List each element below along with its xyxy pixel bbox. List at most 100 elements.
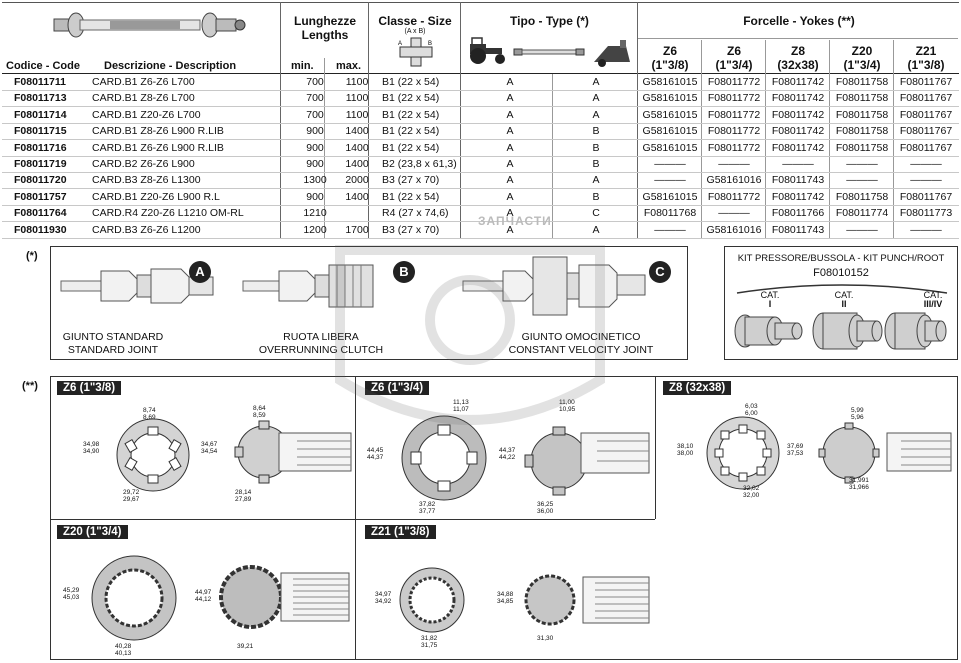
shaft-side-icon [280,572,350,622]
yoke-code: F08011772 [707,125,761,138]
length-max: 1100 [345,92,369,105]
header-min: min. [291,60,314,72]
yoke-col-3: Z8(32x38) [777,44,819,72]
part-code: F08011713 [14,92,67,105]
yoke-code: F08011768 [643,207,697,220]
length-min: 1300 [303,174,327,187]
yoke-code: F08011774 [835,207,889,220]
type-tractor: A [506,76,514,88]
length-min: 900 [306,158,324,170]
yoke-col-4: Z20(1"3/4) [843,44,881,72]
shaft-small-icon [513,48,585,56]
type-implement: B [592,158,600,170]
yoke-col-2: Z6(1"3/4) [715,44,753,72]
kit-cat3: CAT.III/IV [923,290,943,309]
size-class: R4 (27 x 74,6) [382,207,449,220]
kit-cat2: CAT.II [834,290,854,309]
size-class: B1 (22 x 54) [382,92,440,105]
yoke-code: F08011767 [899,92,953,105]
spline-ring-icon [706,416,780,490]
yoke-code: F08011766 [771,207,825,220]
spline-shaft-icon [524,574,576,626]
yoke-tag-z6-138: Z6 (1"3/8) [57,381,122,395]
kit-panel: KIT PRESSORE/BUSSOLA - KIT PUNCH/ROOT F0… [724,246,958,360]
dim-label: 31,30 [537,635,554,642]
part-description: CARD.B1 Z20-Z6 L700 [92,108,201,121]
yoke-code: G58161015 [642,92,698,105]
kit-cat1: CAT.I [760,290,780,309]
length-min: 700 [306,92,324,105]
header-code: Codice - Code [6,60,80,72]
spline-ring-icon [401,415,487,501]
yoke-code: ——— [910,223,942,236]
yoke-tag-z8: Z8 (32x38) [663,381,732,395]
joints-footnote: (*) [26,250,38,262]
length-max: 1100 [345,108,369,121]
yoke-code: G58161016 [706,174,762,187]
yoke-code: F08011742 [771,108,825,121]
yoke-code: F08011743 [771,223,825,236]
yoke-code: ——— [846,174,878,187]
cross-joint-icon: A B [398,37,433,67]
length-min: 1210 [303,207,327,220]
yoke-code: ——— [718,158,750,170]
length-max: 2000 [345,174,369,187]
yoke-col-1: Z6(1"3/8) [651,44,689,72]
yoke-code: F08011743 [771,174,825,187]
type-implement: A [592,108,600,121]
yoke-code: G58161015 [642,141,698,154]
yoke-code: F08011767 [899,125,953,138]
part-description: CARD.B1 Z6-Z6 L700 [92,76,195,88]
spline-ring-icon [399,567,465,633]
length-min: 900 [306,125,324,138]
header-max: max. [336,60,362,72]
part-description: CARD.R4 Z20-Z6 L1210 OM-RL [92,207,244,220]
yoke-code: ——— [654,158,686,170]
size-class: B3 (27 x 70) [382,174,440,187]
part-description: CARD.B3 Z6-Z6 L1200 [92,223,201,236]
yoke-code: F08011758 [835,125,889,138]
yoke-code: F08011772 [707,108,761,121]
length-min: 700 [306,108,324,121]
spline-ring-icon [116,418,190,492]
kit-title: KIT PRESSORE/BUSSOLA - KIT PUNCH/ROOT [737,253,945,264]
part-description: CARD.B1 Z20-Z6 L900 R.L [92,190,220,203]
yoke-code: F08011742 [771,190,825,203]
length-max: 1400 [345,190,369,203]
yoke-code: ——— [654,223,686,236]
part-description: CARD.B1 Z6-Z6 L900 R.LIB [92,141,224,154]
svg-text:B: B [428,41,432,47]
yoke-code: G58161016 [706,223,762,236]
size-class: B1 (22 x 54) [382,108,440,121]
length-max: 1400 [345,141,369,154]
header-yokes: Forcelle - Yokes (**) [743,14,855,28]
length-max: 1400 [345,158,369,170]
part-code: F08011714 [14,108,67,121]
yoke-code: G58161015 [642,190,698,203]
yoke-col-5: Z21(1"3/8) [907,44,945,72]
part-description: CARD.B3 Z8-Z6 L1300 [92,174,201,187]
table-row: F08011714 CARD.B1 Z20-Z6 L700 700 1100 B1 (2… [2,107,959,124]
type-tractor: A [506,223,514,236]
size-class: B1 (22 x 54) [382,141,440,154]
type-tractor: A [506,141,514,154]
header-type: Tipo - Type (*) [510,14,589,28]
header-description: Descrizione - Description [104,60,237,72]
part-code: F08011715 [14,125,67,138]
joint-c-badge: C [649,261,671,283]
type-implement: C [592,207,600,220]
